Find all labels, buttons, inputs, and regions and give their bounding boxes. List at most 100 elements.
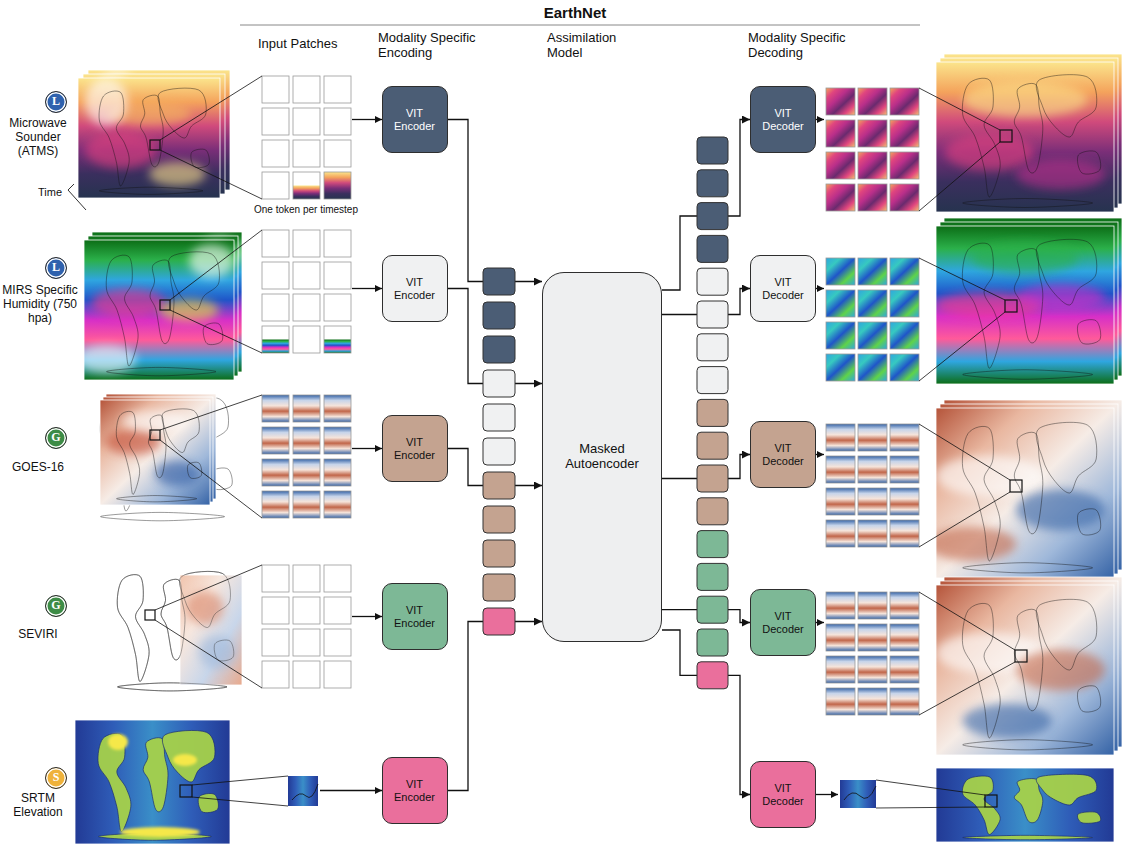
patch-outline: [858, 520, 887, 547]
patch-empty: [890, 290, 919, 317]
patch-empty: [890, 520, 919, 547]
coastline: [1077, 509, 1100, 535]
patch-empty: [262, 172, 289, 199]
patch-filled: [858, 120, 887, 147]
image-blob: [189, 244, 234, 278]
token: [697, 235, 728, 262]
patch-filled: [858, 656, 887, 683]
patch-outline: [826, 322, 855, 349]
flow-arrow: [815, 288, 824, 289]
coastline: [158, 88, 206, 138]
patch-filled: [293, 427, 320, 454]
token: [697, 301, 728, 328]
coastline: [99, 91, 129, 186]
image-edge: [78, 78, 220, 198]
patch-filled: [826, 456, 855, 483]
patch-outline: [293, 565, 320, 592]
patch-empty: [262, 140, 289, 167]
token: [697, 465, 728, 492]
image-frame: [936, 408, 1114, 578]
encoder-box: VIT Encoder: [382, 583, 448, 650]
image-edge: [100, 400, 210, 505]
image-edge: [180, 575, 242, 685]
zoom-leader: [919, 88, 1000, 130]
patch-filled: [890, 152, 919, 179]
elevation-peak: [108, 734, 128, 750]
zoom-square: [985, 795, 997, 807]
coastline: [963, 563, 1093, 573]
zoom-square: [180, 785, 192, 797]
zoom-leader: [919, 592, 1015, 650]
box-label: VIT Decoder: [757, 107, 809, 132]
zoom-square: [1010, 480, 1022, 492]
coastline: [191, 149, 210, 168]
token: [483, 574, 515, 601]
patch-outline: [826, 488, 855, 515]
patch-empty: [262, 565, 289, 592]
badge-circle: G: [45, 595, 67, 617]
coastline: [107, 367, 217, 375]
patch-empty: [324, 294, 351, 321]
patch-outline: [826, 290, 855, 317]
token: [697, 170, 728, 197]
image-ground: [75, 720, 230, 844]
modality-label: GOES-16: [0, 461, 76, 475]
patch-filled: [840, 780, 876, 808]
box-label: VIT Encoder: [389, 778, 441, 803]
flow-arrow: [352, 616, 382, 617]
patch-filled: [826, 120, 855, 147]
zoom-leader: [170, 310, 262, 353]
patch-outline: [262, 172, 289, 199]
coastline: [962, 603, 1000, 738]
box-label: VIT Encoder: [389, 436, 441, 461]
patch-empty: [324, 172, 351, 199]
token: [697, 432, 728, 459]
patch-outline: [826, 258, 855, 285]
patch-outline: [324, 230, 351, 257]
patch-empty: [890, 120, 919, 147]
decoder-box: VIT Decoder: [750, 255, 816, 322]
coastline: [117, 575, 149, 682]
patch-empty: [858, 688, 887, 715]
image-blob: [972, 242, 1079, 274]
patch-filled: [826, 258, 855, 285]
image-edge: [75, 720, 230, 844]
patch-filled: [858, 258, 887, 285]
patch-outline: [858, 592, 887, 619]
patch-filled: [826, 152, 855, 179]
flow-arrow: [352, 288, 382, 289]
patch-empty: [858, 592, 887, 619]
zoom-leader: [160, 395, 262, 430]
patch-empty: [858, 424, 887, 451]
flow-arrow: [352, 448, 382, 449]
patch-empty: [293, 76, 320, 103]
encoder-box: VIT Encoder: [382, 415, 448, 482]
zoom-leader: [919, 492, 1010, 547]
patch-outline: [826, 592, 855, 619]
zoom-square: [1015, 650, 1027, 662]
autoencoder-box: Masked Autoencoder: [542, 272, 662, 642]
patch-empty: [293, 629, 320, 656]
patch-outline: [293, 491, 320, 518]
patch-outline: [293, 140, 320, 167]
patch-outline: [890, 688, 919, 715]
column-header: Input Patches: [258, 37, 338, 52]
patch-outline: [890, 354, 919, 381]
connector: [448, 120, 543, 282]
patch-outline: [324, 326, 351, 353]
patch-empty: [826, 520, 855, 547]
patch-outline: [826, 424, 855, 451]
coastline: [962, 243, 1000, 368]
coastline: [1036, 599, 1096, 670]
patch-outline: [293, 108, 320, 135]
patch-empty: [293, 459, 320, 486]
patch-outline: [262, 294, 289, 321]
patch-outline: [262, 140, 289, 167]
patch-empty: [826, 624, 855, 651]
patch-empty: [890, 488, 919, 515]
patch-empty: [293, 565, 320, 592]
patch-outline: [890, 520, 919, 547]
axis-note: Time: [38, 186, 62, 199]
badge-letter: L: [52, 95, 60, 109]
